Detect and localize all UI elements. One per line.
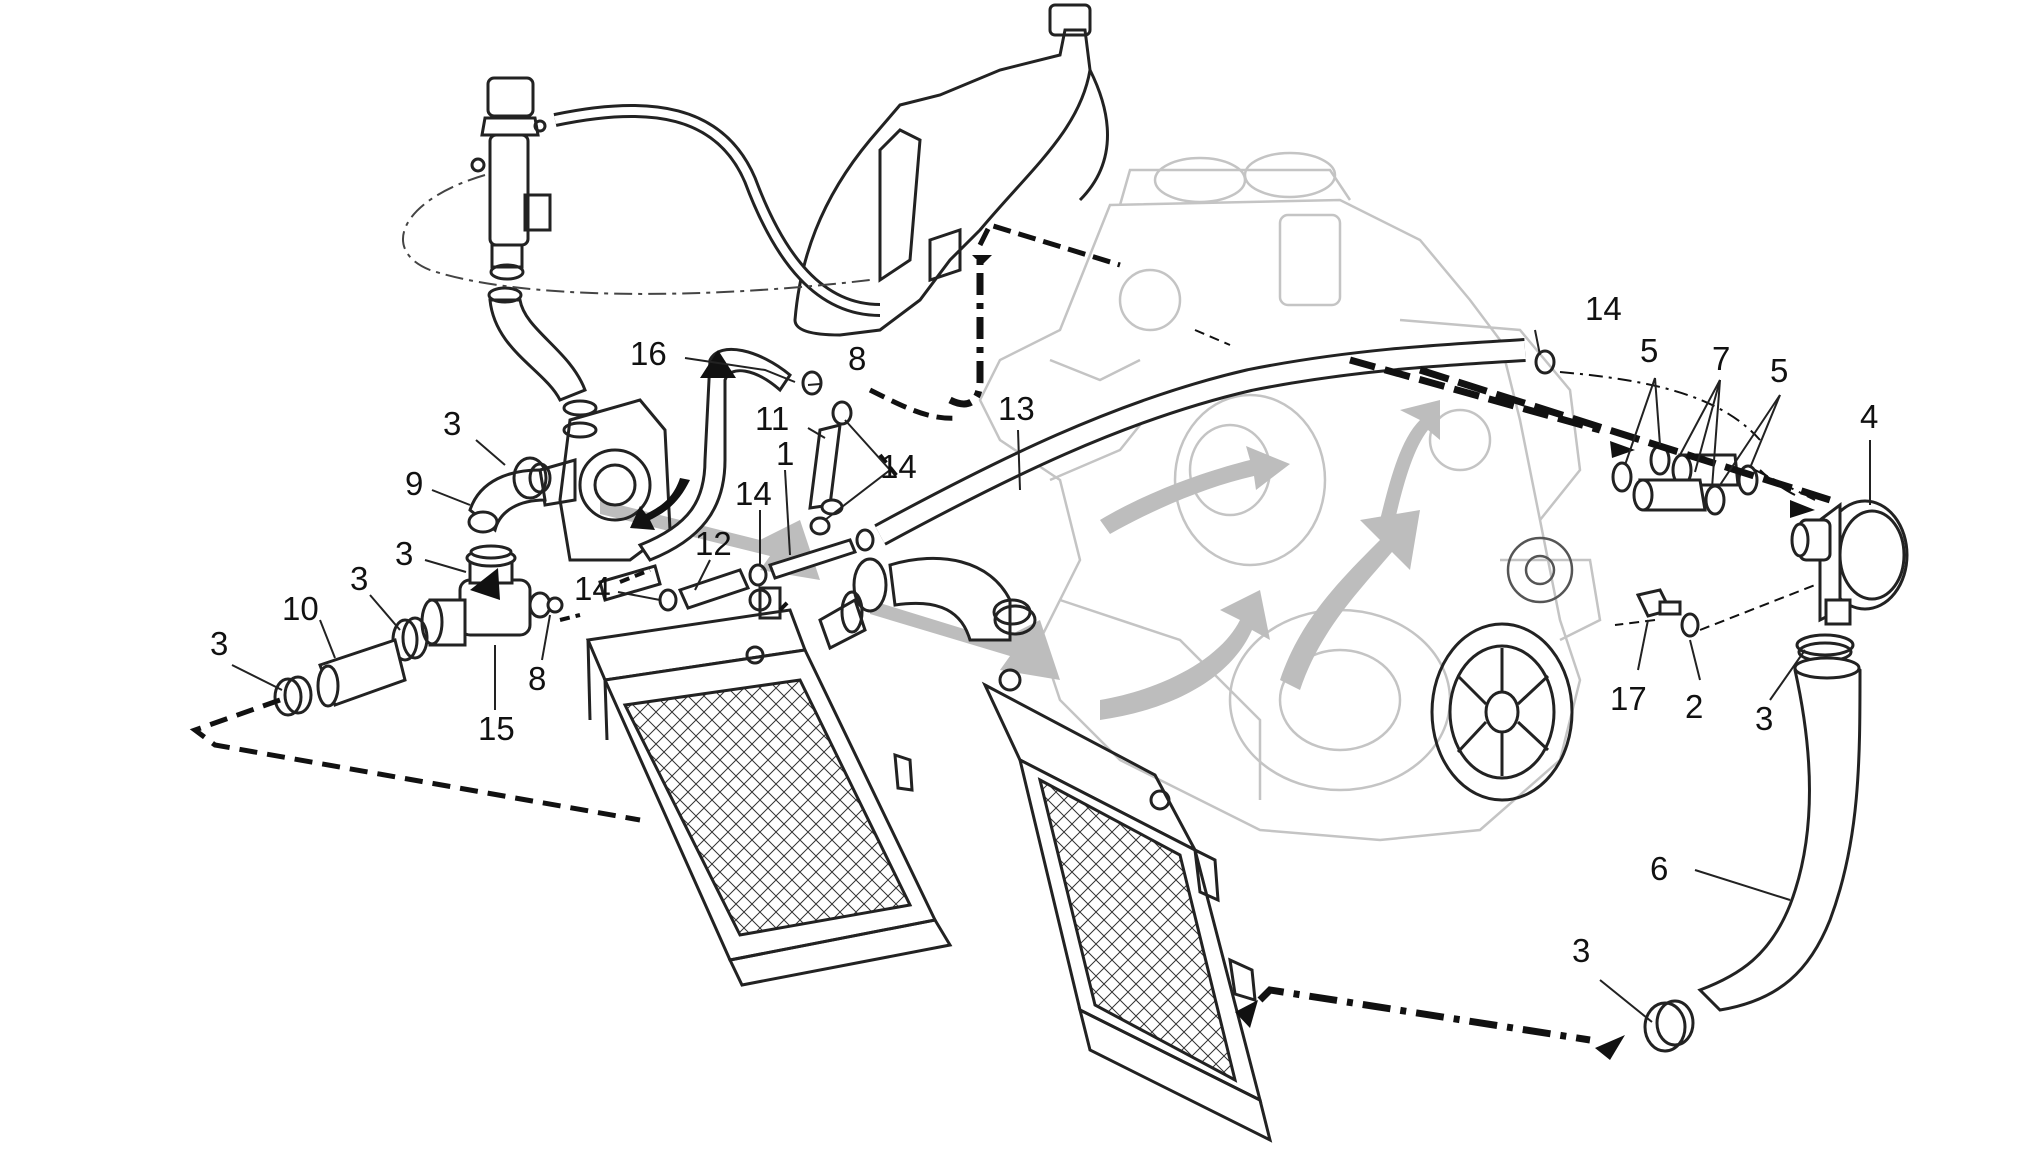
callout-3-bottom: 3 xyxy=(1572,932,1590,969)
filler-neck xyxy=(470,76,598,439)
callout-12: 12 xyxy=(695,525,732,562)
callout-14-right: 14 xyxy=(1585,290,1622,327)
overflow-hose-core xyxy=(554,106,881,314)
callout-3-mid: 3 xyxy=(395,535,413,572)
drive-sprocket xyxy=(1506,536,1574,604)
callout-11: 11 xyxy=(755,400,789,437)
o-ring-5-b xyxy=(1611,461,1633,493)
hose-16 xyxy=(637,347,792,562)
right-radiator xyxy=(981,668,1273,1143)
thermostat-t-piece xyxy=(420,544,564,647)
callout-14-center: 14 xyxy=(735,475,772,512)
clamp-3-center xyxy=(992,598,1037,636)
o-ring-14-a xyxy=(831,400,853,426)
pipe-7-upper xyxy=(1671,453,1740,487)
water-pump-housing xyxy=(538,398,672,562)
o-ring-14-d xyxy=(855,528,875,552)
callout-16: 16 xyxy=(630,335,667,372)
clamp-3-right-lower xyxy=(1643,999,1695,1053)
callout-6: 6 xyxy=(1650,850,1668,887)
pipe-7-lower xyxy=(1632,478,1707,512)
o-ring-5-c xyxy=(1737,464,1759,496)
washer-2 xyxy=(1680,612,1700,638)
callout-1: 1 xyxy=(776,435,794,472)
o-ring-5-d xyxy=(1704,484,1726,516)
pipe-11 xyxy=(808,423,844,516)
coolant-flow-arrows xyxy=(600,400,1440,720)
o-ring-14-c xyxy=(748,563,768,587)
callout-7: 7 xyxy=(1712,340,1730,377)
callout-9: 9 xyxy=(405,465,423,502)
expansion-tank xyxy=(793,3,1109,337)
hose-6 xyxy=(1697,656,1862,1012)
pipe-1 xyxy=(768,538,858,580)
temperature-sensor-17 xyxy=(1635,588,1682,618)
o-ring-14-e xyxy=(658,588,678,612)
engine-ghost-outline xyxy=(978,151,1602,842)
callout-14-left: 14 xyxy=(574,570,611,607)
callout-13: 13 xyxy=(998,390,1035,427)
elbow-hose-center xyxy=(852,556,1012,642)
clamp-3-upper xyxy=(512,456,552,500)
hose-10 xyxy=(316,638,407,708)
callouts: 16 8 11 1 14 13 14 14 12 14 3 9 3 3 10 3… xyxy=(210,290,1878,969)
o-ring-14-right xyxy=(1534,349,1556,375)
reference-ellipse xyxy=(402,174,871,295)
hose-9 xyxy=(467,468,547,534)
o-ring-14-b xyxy=(809,516,831,536)
leader-lines xyxy=(231,329,1871,1023)
callout-2: 2 xyxy=(1685,688,1703,725)
callout-8-lower: 8 xyxy=(528,660,546,697)
callout-3-right: 3 xyxy=(1755,700,1773,737)
callout-14-midright: 14 xyxy=(880,448,917,485)
callout-15: 15 xyxy=(478,710,515,747)
routing-lines xyxy=(189,221,1832,1060)
callout-3-top: 3 xyxy=(443,405,461,442)
water-pump-cover-4 xyxy=(1790,499,1909,626)
callout-4: 4 xyxy=(1860,398,1878,435)
clamp-3-left xyxy=(273,675,313,717)
callout-8-upper: 8 xyxy=(848,340,866,377)
left-radiator xyxy=(585,586,953,987)
callout-10: 10 xyxy=(282,590,319,627)
black-flow-arrows xyxy=(470,350,1258,1028)
hose-13-core xyxy=(875,341,1526,543)
pipe-short xyxy=(598,564,662,602)
callout-3-left: 3 xyxy=(210,625,228,662)
callout-5-right: 5 xyxy=(1770,352,1788,389)
callout-5-left: 5 xyxy=(1640,332,1658,369)
pipe-12 xyxy=(677,568,751,610)
clutch-cover xyxy=(1430,622,1574,802)
o-ring-8-upper xyxy=(801,370,823,396)
callout-17: 17 xyxy=(1610,680,1647,717)
callout-3-midleft: 3 xyxy=(350,560,368,597)
